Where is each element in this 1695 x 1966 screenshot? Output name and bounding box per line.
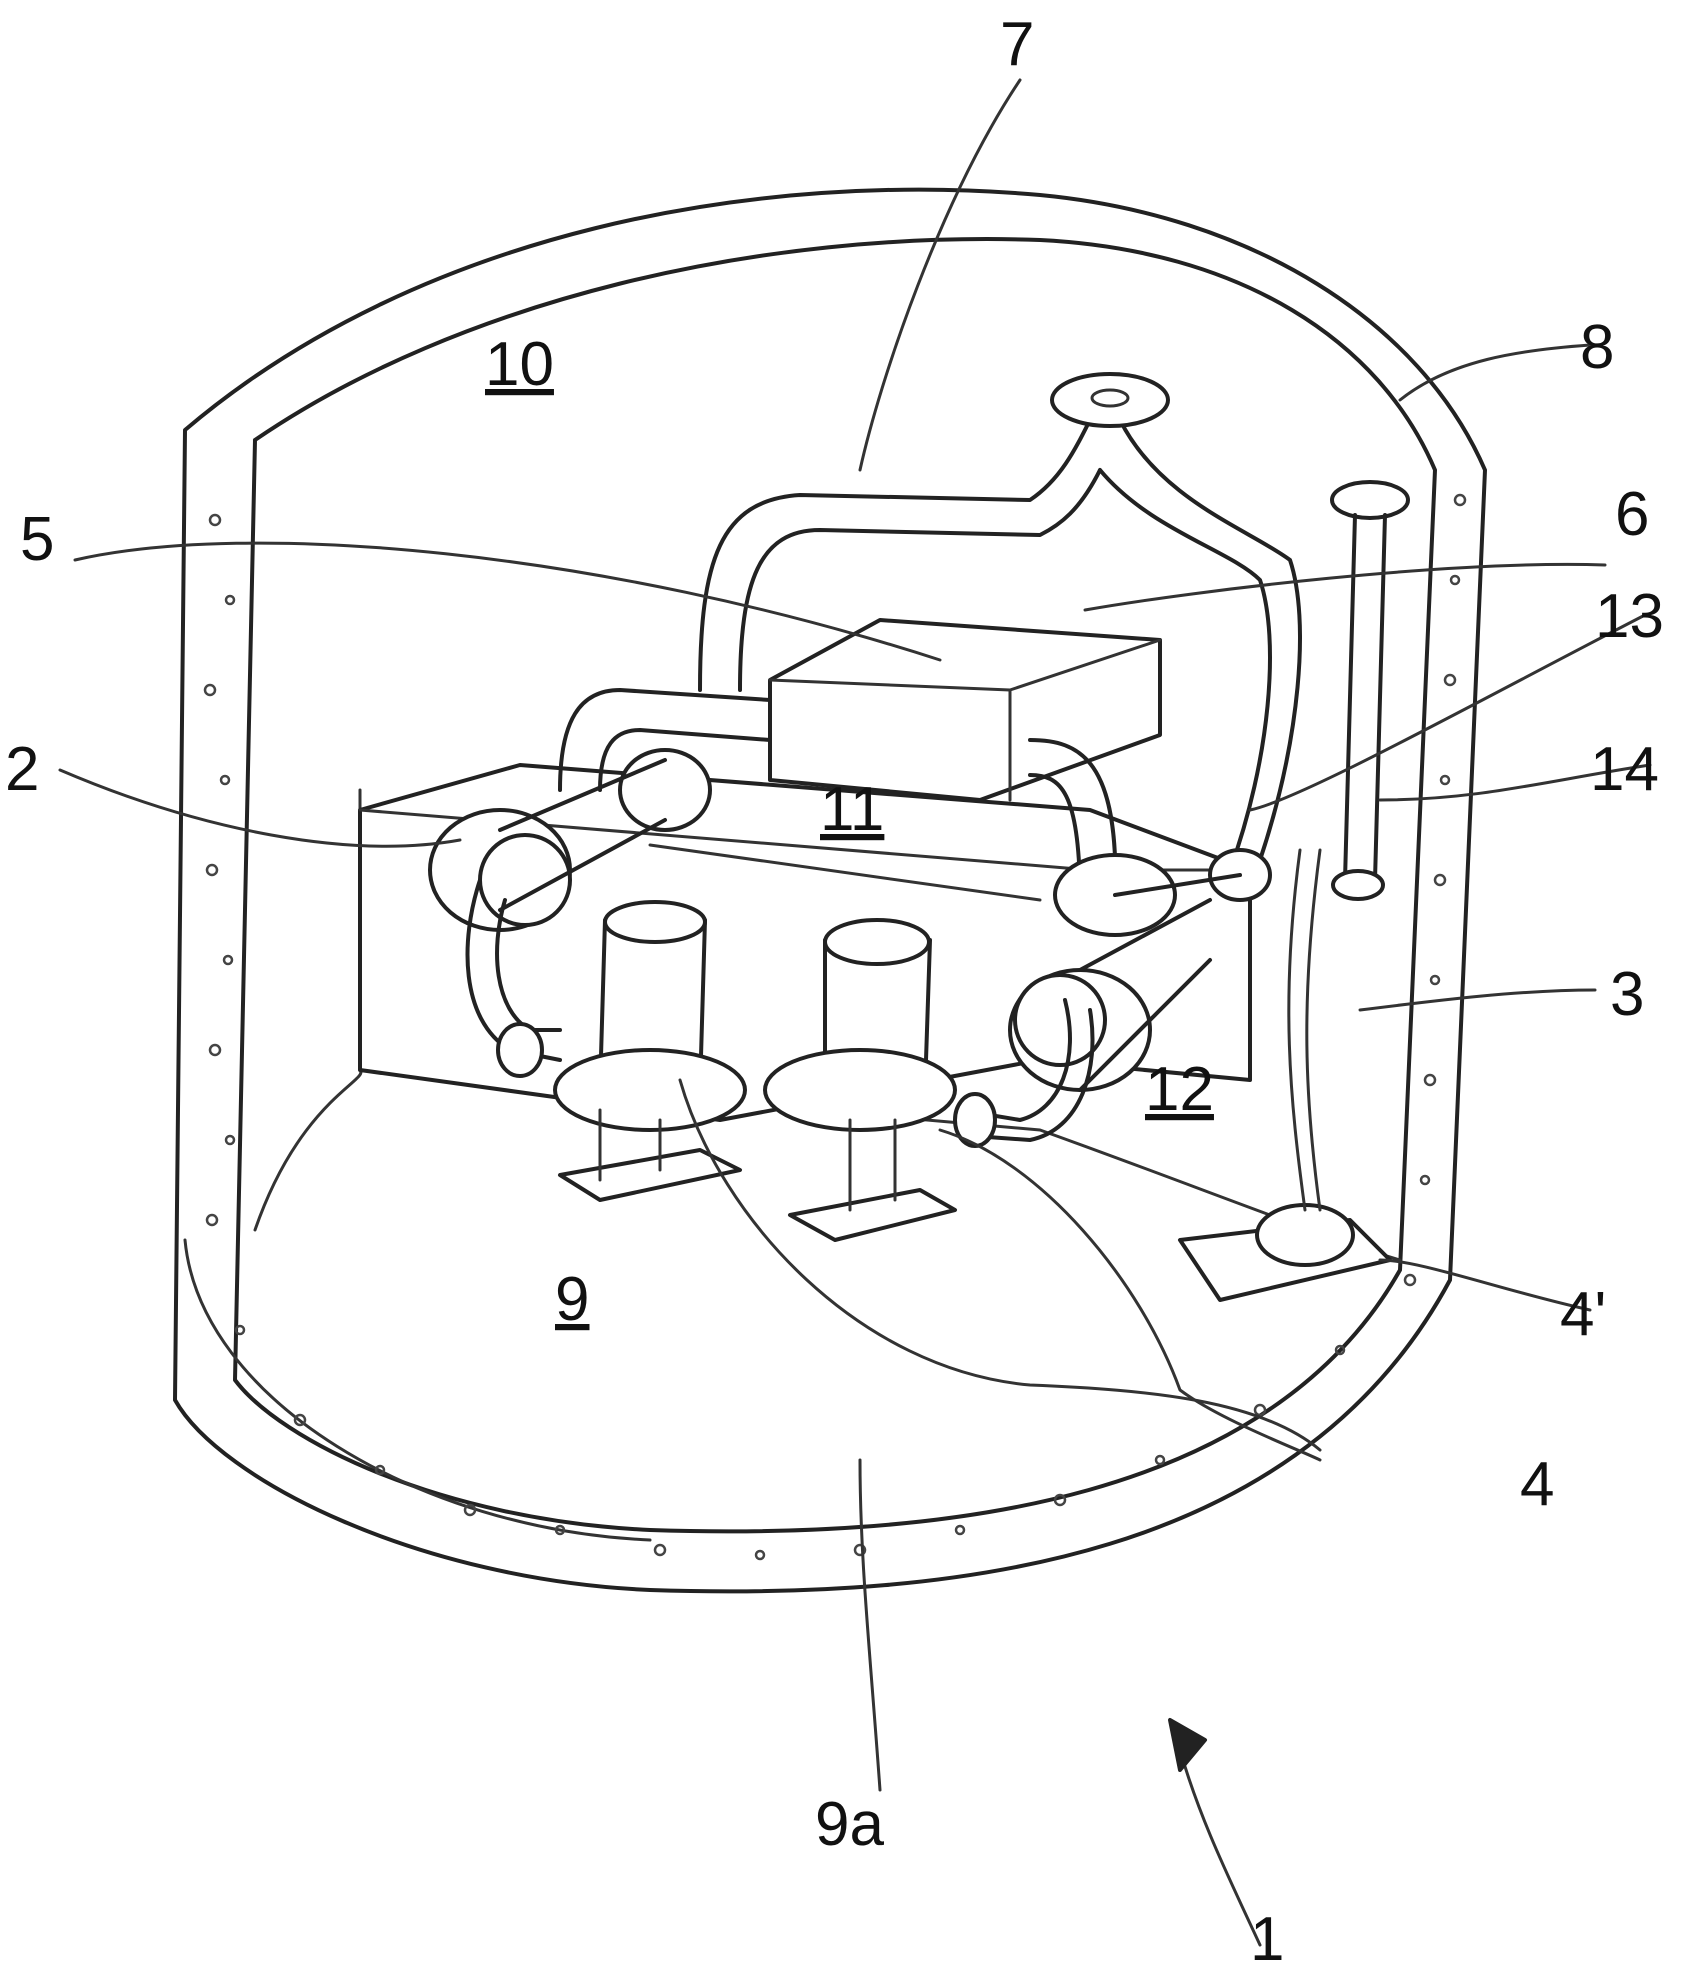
label-2: 2 <box>5 735 39 804</box>
pipework <box>558 372 1302 937</box>
top-box <box>768 618 1162 802</box>
containment-shell <box>173 187 1487 1594</box>
label-10: 10 <box>485 330 554 399</box>
label-13: 13 <box>1595 582 1664 651</box>
label-4-prime: 4' <box>1560 1280 1606 1349</box>
heat-exchangers <box>428 748 1212 1148</box>
label-6: 6 <box>1615 480 1649 549</box>
vent-stack <box>1330 480 1410 901</box>
label-14: 14 <box>1590 735 1659 804</box>
cables <box>678 1078 1322 1462</box>
pump-right <box>1178 848 1392 1302</box>
label-11: 11 <box>820 775 884 844</box>
label-5: 5 <box>20 505 54 574</box>
pump-center <box>763 918 957 1242</box>
label-8: 8 <box>1580 313 1614 382</box>
label-9a: 9a <box>815 1790 884 1859</box>
label-4: 4 <box>1520 1450 1554 1519</box>
label-7: 7 <box>1000 10 1034 79</box>
label-12: 12 <box>1145 1055 1214 1124</box>
reference-labels: 7 8 10 5 6 13 14 2 11 3 12 9 4' 4 9a 1 <box>5 10 1664 1966</box>
label-1: 1 <box>1250 1905 1284 1966</box>
shell-texture <box>203 493 1467 1561</box>
label-9: 9 <box>555 1265 589 1334</box>
leader-lines <box>58 78 1652 1947</box>
pump-left <box>553 900 747 1202</box>
label-3: 3 <box>1610 960 1644 1029</box>
